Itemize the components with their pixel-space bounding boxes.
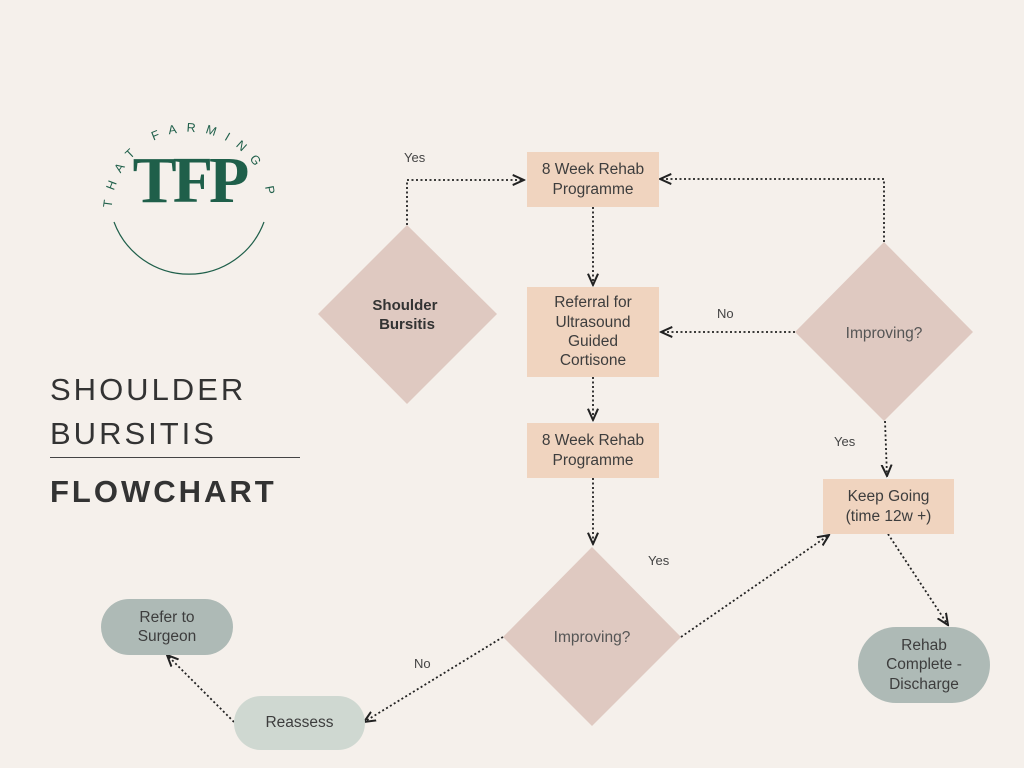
edge-label-top-no: No — [717, 306, 734, 321]
page-title-condition: SHOULDER BURSITIS — [50, 372, 247, 451]
node-discharge: Rehab Complete - Discharge — [858, 627, 990, 703]
diamond-shoulder-bursitis: Shoulder Bursitis — [318, 225, 497, 404]
edge-improving-bottom-to-reassess — [364, 636, 504, 722]
edge-label-top-yes: Yes — [834, 434, 856, 449]
node-refer-to-surgeon: Refer to Surgeon — [101, 599, 233, 655]
title-divider — [50, 457, 300, 458]
diamond-label-start: Shoulder Bursitis — [372, 297, 441, 333]
diamond-shape — [795, 242, 973, 421]
diamond-shape — [318, 225, 497, 404]
edge-improving-top-to-rehab1 — [660, 179, 885, 242]
logo-arc-line — [113, 221, 265, 275]
node-rehab-programme-1: 8 Week Rehab Programme — [527, 152, 659, 207]
node-reassess: Reassess — [234, 696, 365, 750]
edge-improving-bottom-to-keep-going — [680, 535, 829, 638]
edge-label-bottom-no: No — [414, 656, 431, 671]
diamond-label-improving-top: Improving? — [846, 325, 923, 342]
edge-improving-top-to-keep-going — [885, 420, 887, 476]
node-rehab-programme-2: 8 Week Rehab Programme — [527, 423, 659, 478]
diamond-improving-bottom: Improving? — [503, 547, 681, 726]
edge-keep-going-to-discharge — [887, 533, 948, 625]
logo: THAT FARMING PHYSIO TFP — [0, 0, 270, 275]
node-referral-cortisone: Referral for Ultrasound Guided Cortisone — [527, 287, 659, 377]
diamond-shape — [503, 547, 681, 726]
diamond-improving-top: Improving? — [795, 242, 973, 421]
edge-label-start-yes: Yes — [404, 150, 426, 165]
logo-monogram: TFP — [133, 144, 248, 217]
diamond-label-improving-bottom: Improving? — [554, 629, 631, 646]
node-keep-going: Keep Going (time 12w +) — [823, 479, 954, 534]
page-title-flowchart: FLOWCHART — [50, 474, 277, 509]
edge-reassess-to-surgeon — [167, 655, 235, 723]
edge-label-bottom-yes: Yes — [648, 553, 670, 568]
edge-start-to-rehab1 — [406, 180, 524, 225]
